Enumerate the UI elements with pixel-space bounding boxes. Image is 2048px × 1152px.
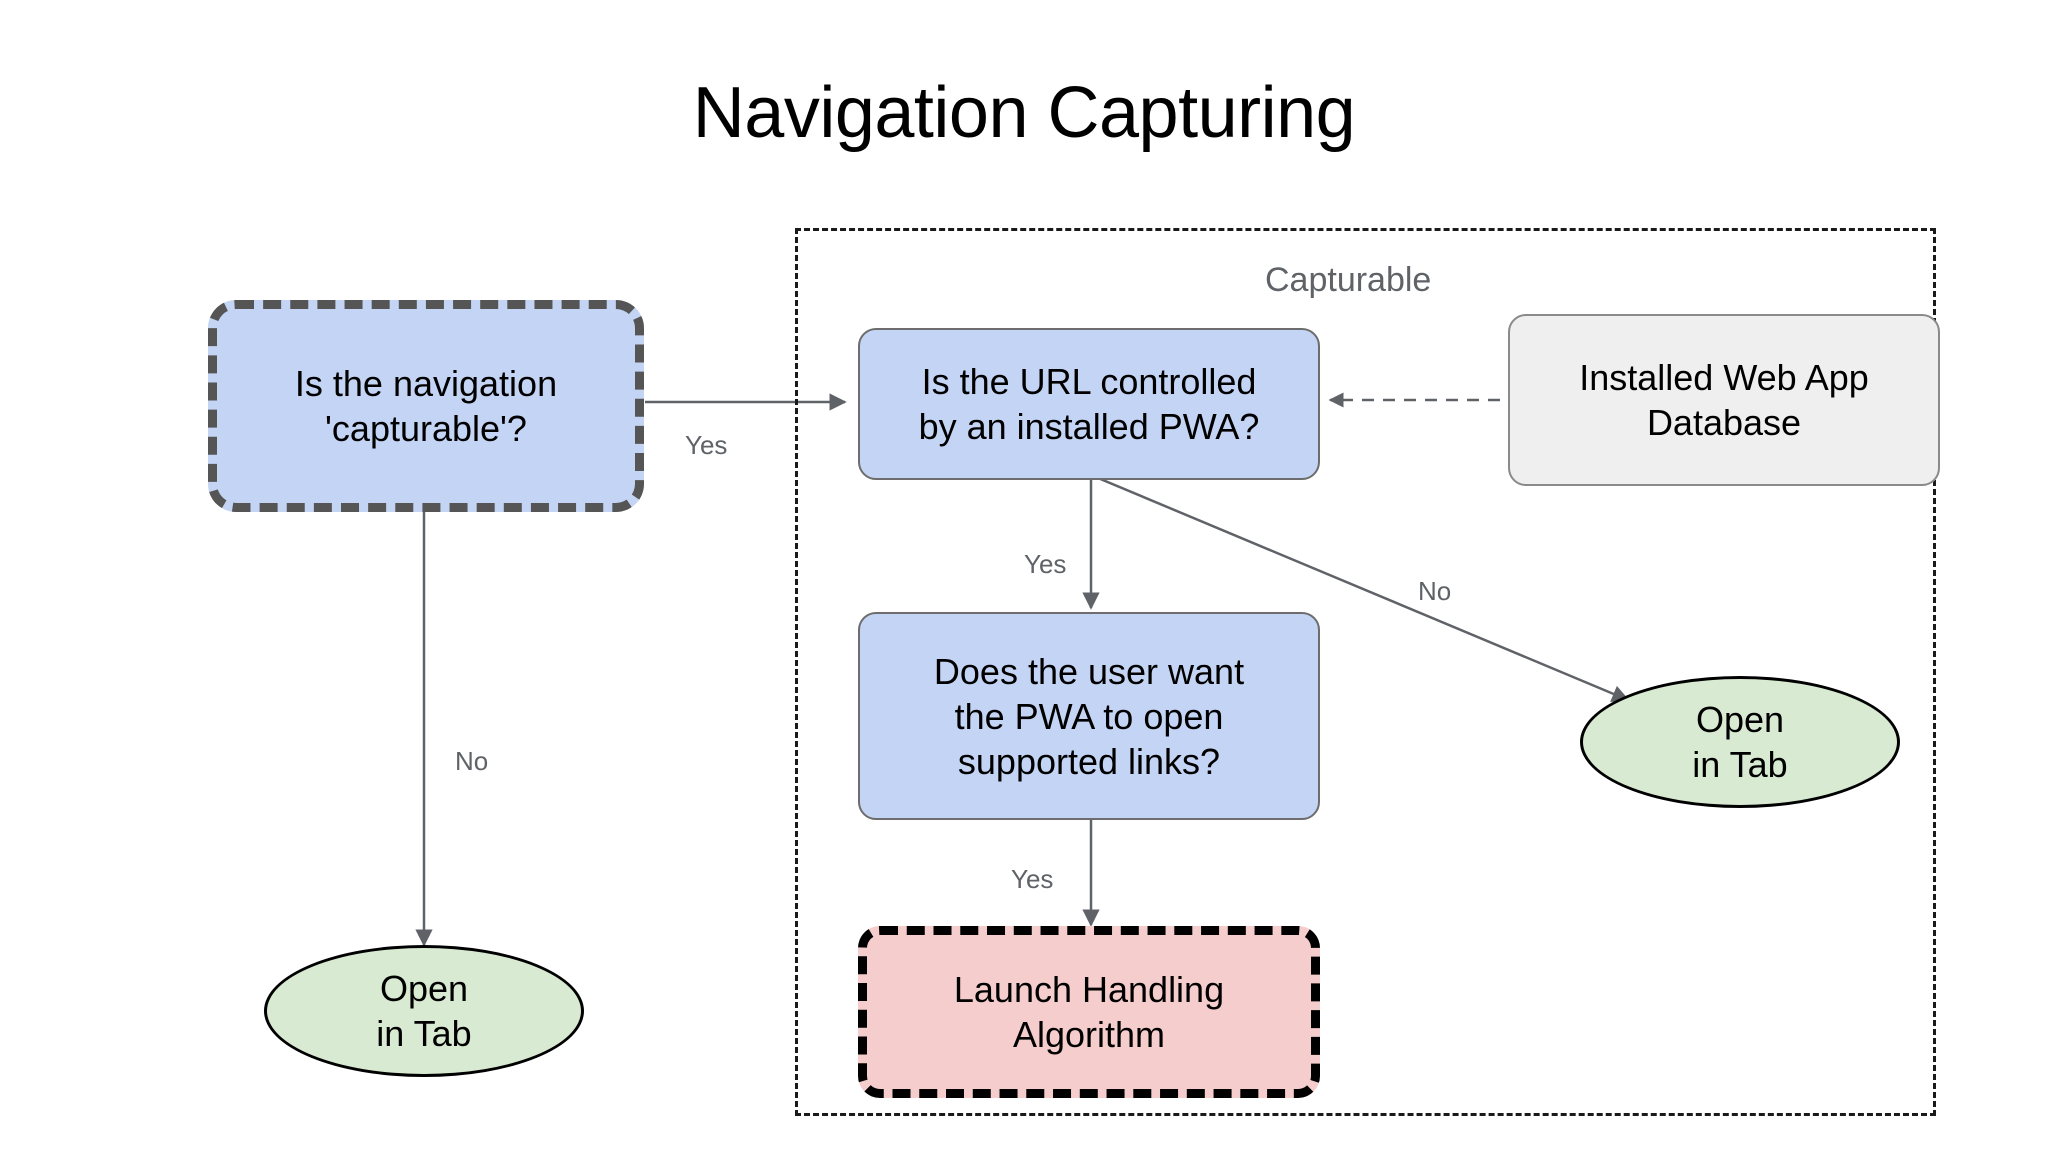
node-user-wants-pwa[interactable]: Does the user want the PWA to open suppo… [858,612,1320,820]
node-installed-web-app-database[interactable]: Installed Web App Database [1508,314,1940,486]
edge-label-url-no: No [1418,576,1452,606]
node-is-capturable[interactable]: Is the navigation 'capturable'? [208,300,644,512]
node-is-url-controlled[interactable]: Is the URL controlled by an installed PW… [858,328,1320,480]
edge-label-url-yes: Yes [1024,549,1067,579]
node-open-in-tab-right[interactable]: Open in Tab [1580,676,1900,808]
edge-label-capturable-no: No [455,746,489,776]
edge-label-capturable-yes: Yes [685,430,728,460]
page-title: Navigation Capturing [692,73,1356,153]
capturable-label: Capturable [1265,261,1432,299]
capturable-container [795,228,1936,1116]
node-open-in-tab-left[interactable]: Open in Tab [264,945,584,1077]
node-launch-handling-algorithm[interactable]: Launch Handling Algorithm [858,926,1320,1098]
edge-label-user-yes: Yes [1011,864,1054,894]
